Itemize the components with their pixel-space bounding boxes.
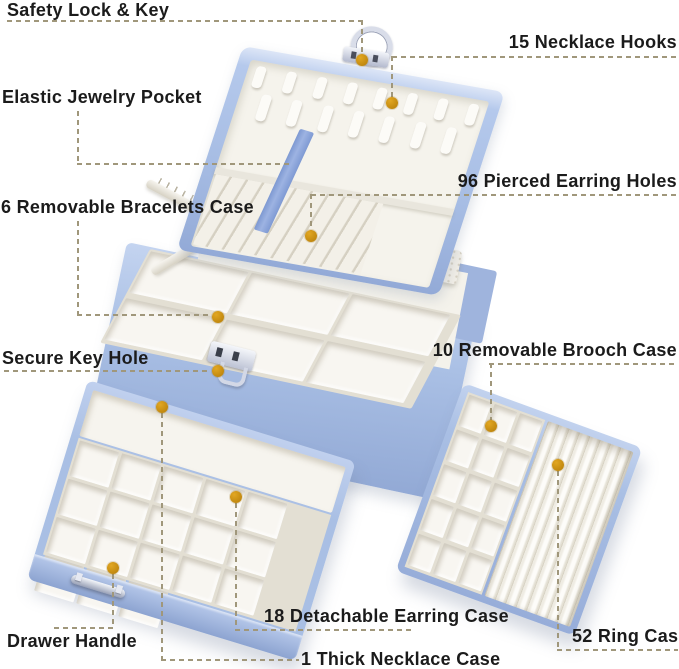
leader-earring-case	[235, 629, 415, 631]
leader-earring-case	[235, 503, 237, 629]
leader-elastic-pocket	[77, 111, 79, 164]
callout-dot-drawer-handle	[107, 562, 119, 574]
necklace-hook	[463, 103, 480, 127]
necklace-hook	[408, 121, 427, 150]
callout-dot-necklace-case	[156, 401, 168, 413]
necklace-hook	[346, 110, 366, 139]
leader-drawer-handle	[54, 627, 114, 629]
necklace-hook	[316, 105, 335, 133]
necklace-hook	[341, 81, 359, 105]
label-drawer-handle: Drawer Handle	[7, 631, 137, 651]
label-earring-holes: 96 Pierced Earring Holes	[457, 171, 677, 191]
leader-bracelets-case	[77, 221, 79, 315]
leader-necklace-hooks	[392, 56, 678, 58]
leader-brooch-case	[489, 363, 678, 365]
callout-dot-earring-case	[230, 491, 242, 503]
leader-safety-lock	[7, 20, 367, 22]
leader-bracelets-case	[77, 314, 211, 316]
leader-necklace-hooks	[391, 56, 393, 98]
leader-necklace-case	[161, 413, 163, 659]
necklace-hook	[377, 115, 397, 144]
callout-dot-bracelets-case	[212, 311, 224, 323]
callout-dot-necklace-hooks	[386, 97, 398, 109]
necklace-hook	[280, 71, 298, 95]
lid-interior	[190, 59, 490, 288]
leader-safety-lock	[361, 20, 363, 54]
label-necklace-hooks: 15 Necklace Hooks	[508, 32, 677, 52]
leader-secure-key-hole	[4, 370, 210, 372]
leader-ring-case	[557, 649, 678, 651]
label-elastic-pocket: Elastic Jewelry Pocket	[2, 87, 202, 107]
label-earring-case: 18 Detachable Earring Case	[264, 606, 509, 626]
necklace-hook	[311, 76, 328, 100]
callout-dot-secure-key-hole	[212, 365, 224, 377]
drawer-cell	[172, 555, 223, 603]
label-ring-case: 52 Ring Case	[572, 626, 679, 646]
necklace-hook	[432, 97, 450, 121]
leader-ring-case	[557, 471, 559, 649]
label-bracelets-case: 6 Removable Bracelets Case	[1, 197, 254, 217]
necklace-hook	[254, 94, 273, 122]
label-brooch-case: 10 Removable Brooch Case	[432, 340, 677, 360]
leader-drawer-handle	[112, 574, 114, 628]
leader-brooch-case	[490, 363, 492, 420]
leader-earring-holes	[310, 194, 312, 231]
label-safety-lock: Safety Lock & Key	[7, 0, 170, 20]
drawer-cell	[214, 568, 265, 616]
callout-dot-earring-holes	[305, 230, 317, 242]
callout-dot-ring-case	[552, 459, 564, 471]
label-secure-key-hole: Secure Key Hole	[2, 348, 149, 368]
label-necklace-case: 1 Thick Necklace Case	[301, 649, 501, 669]
callout-dot-safety-lock	[356, 54, 368, 66]
leader-necklace-case	[161, 659, 299, 661]
callout-dot-brooch-case	[485, 420, 497, 432]
necklace-hook	[285, 99, 304, 128]
leader-earring-holes	[311, 194, 678, 196]
necklace-hook	[402, 92, 420, 116]
necklace-hook	[439, 126, 458, 155]
necklace-hook	[250, 65, 268, 89]
leader-elastic-pocket	[77, 163, 293, 165]
